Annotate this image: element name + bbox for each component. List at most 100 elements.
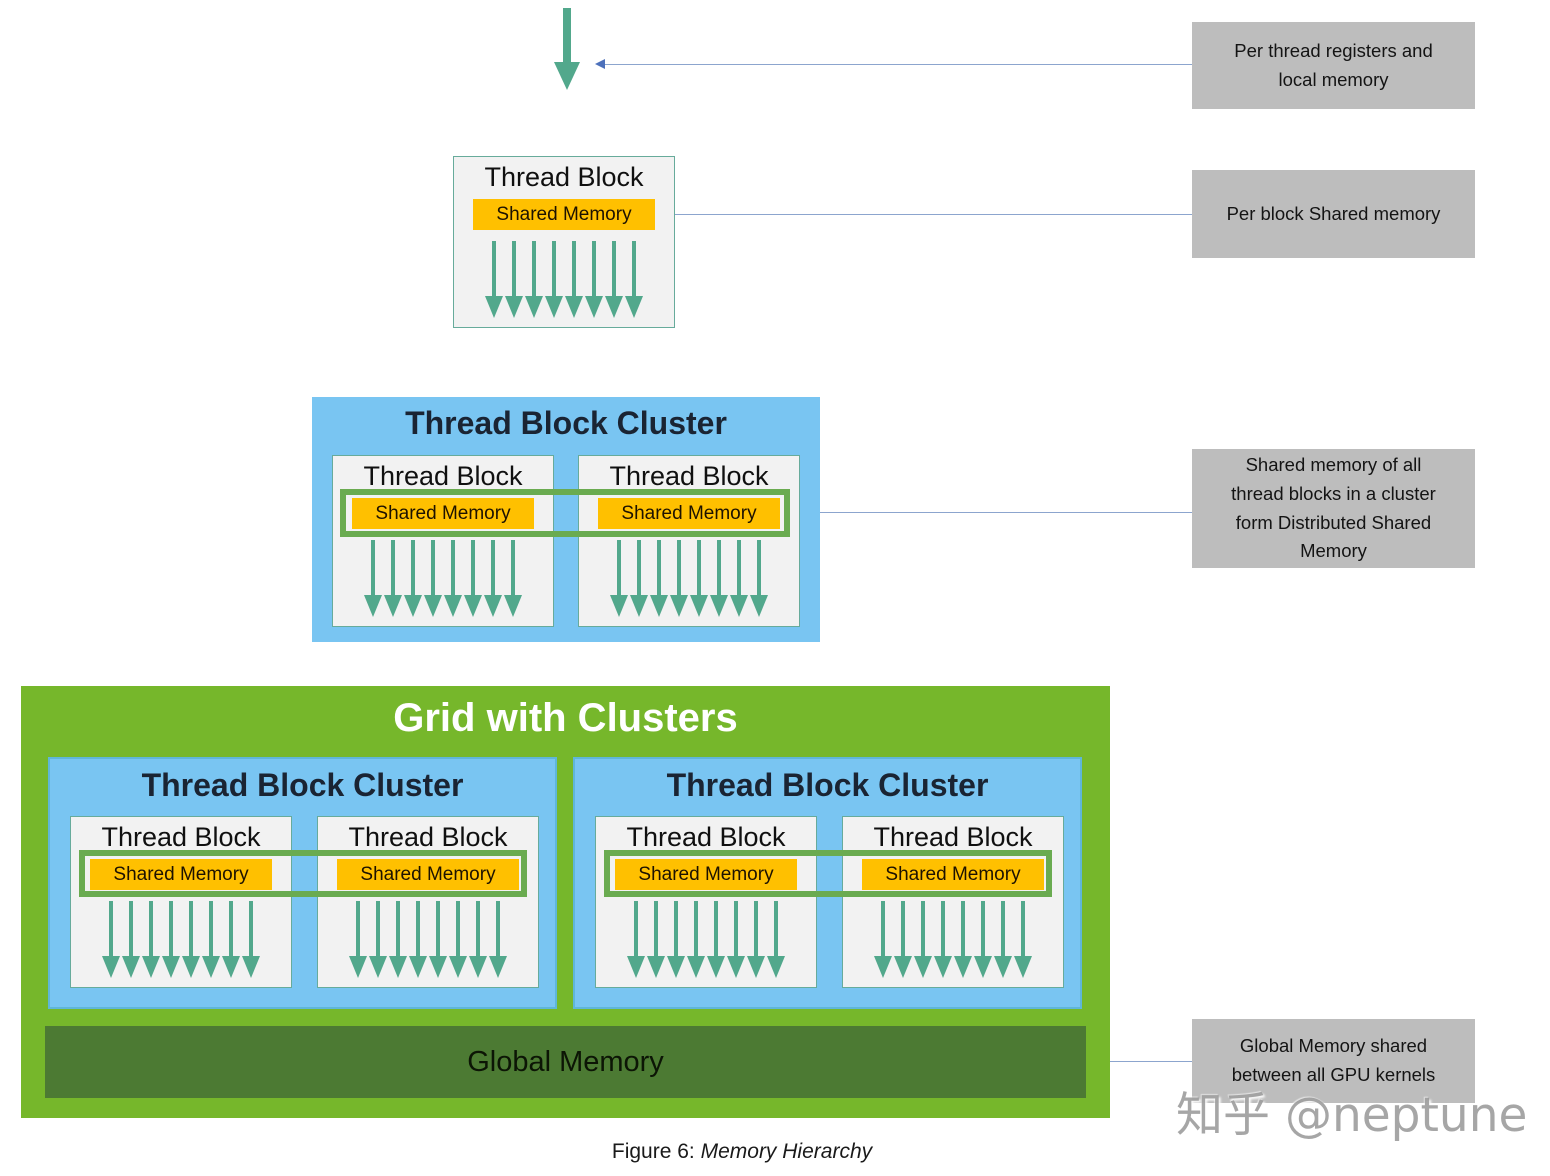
down-arrow-icon xyxy=(449,901,468,978)
annotation-global: Global Memory shared between all GPU ker… xyxy=(1192,1019,1475,1103)
down-arrow-icon xyxy=(894,901,913,978)
shared-memory-bar: Shared Memory xyxy=(352,498,534,529)
arrow-stem xyxy=(563,8,571,62)
down-arrow-icon xyxy=(954,901,973,978)
connector-dsm xyxy=(790,507,1192,517)
down-arrow-icon xyxy=(484,540,503,617)
down-arrow-icon xyxy=(504,540,523,617)
thread-block-title: Thread Block xyxy=(626,822,786,852)
figure-caption: Figure 6: Memory Hierarchy xyxy=(0,1140,1484,1164)
down-arrow-icon xyxy=(349,901,368,978)
thread-arrows xyxy=(579,540,799,617)
down-arrow-icon xyxy=(650,540,669,617)
down-arrow-icon xyxy=(670,540,689,617)
down-arrow-icon xyxy=(162,901,181,978)
down-arrow-icon xyxy=(914,901,933,978)
thread-block-title: Thread Block xyxy=(101,822,261,852)
down-arrow-icon xyxy=(424,540,443,617)
global-memory-bar: Global Memory xyxy=(45,1026,1086,1098)
down-arrow-icon xyxy=(750,540,769,617)
cluster-title: Thread Block Cluster xyxy=(666,767,989,803)
down-arrow-icon xyxy=(429,901,448,978)
down-arrow-icon xyxy=(667,901,686,978)
down-arrow-icon xyxy=(222,901,241,978)
thread-block-title: Thread Block xyxy=(484,162,644,192)
arrow-head xyxy=(554,62,580,90)
down-arrow-icon xyxy=(122,901,141,978)
down-arrow-icon xyxy=(767,901,786,978)
thread-block-cluster-left: Thread Block Cluster Thread Block Shared… xyxy=(48,757,557,1009)
thread-block-cluster-standalone: Thread Block Cluster Thread Block Shared… xyxy=(312,397,820,642)
distributed-shared-memory-outline xyxy=(79,850,527,897)
thread-arrows xyxy=(318,901,538,978)
down-arrow-icon xyxy=(605,241,624,318)
thread-block-title: Thread Block xyxy=(363,461,523,491)
shared-memory-bar: Shared Memory xyxy=(473,199,655,230)
down-arrow-icon xyxy=(142,901,161,978)
down-arrow-icon xyxy=(565,241,584,318)
grid-title: Grid with Clusters xyxy=(393,696,738,740)
down-arrow-icon xyxy=(1014,901,1033,978)
thread-arrows xyxy=(71,901,291,978)
thread-block-title: Thread Block xyxy=(348,822,508,852)
distributed-shared-memory-outline xyxy=(340,489,790,537)
down-arrow-icon xyxy=(102,901,121,978)
down-arrow-icon xyxy=(710,540,729,617)
down-arrow-icon xyxy=(934,901,953,978)
thread-block: Thread Block Shared Memory xyxy=(70,816,292,988)
thread-down-arrow-icon xyxy=(552,8,582,90)
down-arrow-icon xyxy=(409,901,428,978)
thread-arrows xyxy=(454,241,674,318)
down-arrow-icon xyxy=(182,901,201,978)
connector-arrowhead-icon xyxy=(595,59,605,69)
shared-memory-bar: Shared Memory xyxy=(90,859,272,890)
down-arrow-icon xyxy=(384,540,403,617)
down-arrow-icon xyxy=(647,901,666,978)
grid-with-clusters: Grid with Clusters Thread Block Cluster … xyxy=(21,686,1110,1118)
thread-block: Thread Block Shared Memory xyxy=(317,816,539,988)
cluster-title: Thread Block Cluster xyxy=(405,405,727,441)
down-arrow-icon xyxy=(369,901,388,978)
annotation-dsm: Shared memory of all thread blocks in a … xyxy=(1192,449,1475,568)
down-arrow-icon xyxy=(464,540,483,617)
down-arrow-icon xyxy=(974,901,993,978)
down-arrow-icon xyxy=(874,901,893,978)
thread-block-title: Thread Block xyxy=(873,822,1033,852)
connector-per-thread xyxy=(595,59,1192,69)
shared-memory-bar: Shared Memory xyxy=(615,859,797,890)
down-arrow-icon xyxy=(489,901,508,978)
down-arrow-icon xyxy=(444,540,463,617)
thread-block: Thread Block Shared Memory xyxy=(578,455,800,627)
watermark: 知乎 @neptune xyxy=(1176,1088,1528,1143)
down-arrow-icon xyxy=(707,901,726,978)
down-arrow-icon xyxy=(485,241,504,318)
thread-arrows xyxy=(596,901,816,978)
down-arrow-icon xyxy=(610,540,629,617)
annotation-per-thread: Per thread registers and local memory xyxy=(1192,22,1475,109)
caption-title: Memory Hierarchy xyxy=(700,1140,873,1163)
shared-memory-bar: Shared Memory xyxy=(337,859,519,890)
down-arrow-icon xyxy=(727,901,746,978)
annotation-per-block: Per block Shared memory xyxy=(1192,170,1475,258)
thread-arrows xyxy=(843,901,1063,978)
down-arrow-icon xyxy=(630,540,649,617)
down-arrow-icon xyxy=(242,901,261,978)
down-arrow-icon xyxy=(389,901,408,978)
down-arrow-icon xyxy=(994,901,1013,978)
shared-memory-bar: Shared Memory xyxy=(862,859,1044,890)
thread-block: Thread Block Shared Memory xyxy=(595,816,817,988)
down-arrow-icon xyxy=(730,540,749,617)
down-arrow-icon xyxy=(625,241,644,318)
shared-memory-bar: Shared Memory xyxy=(598,498,780,529)
thread-block: Thread Block Shared Memory xyxy=(842,816,1064,988)
down-arrow-icon xyxy=(627,901,646,978)
distributed-shared-memory-outline xyxy=(604,850,1052,897)
down-arrow-icon xyxy=(505,241,524,318)
thread-block: Thread Block Shared Memory xyxy=(332,455,554,627)
thread-arrows xyxy=(333,540,553,617)
thread-block-cluster-right: Thread Block Cluster Thread Block Shared… xyxy=(573,757,1082,1009)
thread-block-title: Thread Block xyxy=(609,461,769,491)
down-arrow-icon xyxy=(690,540,709,617)
cluster-title: Thread Block Cluster xyxy=(141,767,464,803)
